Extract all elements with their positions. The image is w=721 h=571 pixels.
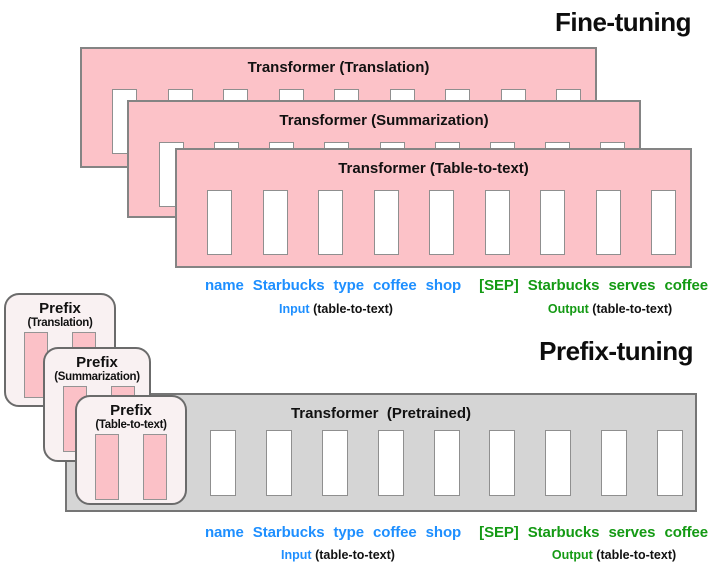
input-label-suffix: (table-to-text): [313, 302, 393, 316]
token-slot: [207, 190, 232, 255]
token-slot: [595, 190, 621, 255]
output-label: Output (table-to-text): [552, 548, 676, 562]
transformer-label: Transformer (Translation): [247, 59, 430, 76]
output-tokens: [SEP] Starbucks serves coffee: [479, 524, 709, 541]
token-text-row: name Starbucks type coffee shop [SEP] St…: [192, 277, 721, 294]
fine-tuning-title: Fine-tuning: [554, 7, 692, 37]
prefix-box-table-to-text: Prefix (Table-to-text): [75, 395, 187, 505]
token-slot-row: [177, 190, 690, 255]
token-slot-row: [67, 430, 695, 496]
prefix-tuning-title: Prefix-tuning: [539, 336, 693, 366]
transformer-box-table-to-text: Transformer (Table-to-text): [175, 148, 692, 268]
token-slot: [657, 430, 683, 496]
token-text-row: name Starbucks type coffee shop [SEP] St…: [192, 524, 721, 541]
prefix-subtitle: (Table-to-text): [95, 419, 167, 431]
input-tokens: name Starbucks type coffee shop: [204, 277, 462, 294]
output-label-word: Output: [551, 548, 593, 562]
token-slot: [321, 430, 348, 496]
token-slot: [484, 190, 510, 255]
token-slot: [318, 190, 343, 255]
input-label-word: Input: [281, 548, 312, 562]
prefix-activation-bar: [143, 434, 167, 500]
token-slot: [265, 430, 292, 496]
token-slot: [377, 430, 404, 496]
prefix-activation-bar: [95, 434, 119, 500]
token-slot: [489, 430, 516, 496]
input-label-suffix: (table-to-text): [315, 548, 395, 562]
input-tokens: name Starbucks type coffee shop: [204, 524, 462, 541]
pretrained-transformer-label: Transformer (Pretrained): [290, 405, 472, 422]
input-label-word: Input: [279, 302, 310, 316]
prefix-title: Prefix: [76, 354, 118, 371]
input-label: Input (table-to-text): [279, 302, 393, 316]
token-slot: [429, 190, 454, 255]
token-slot: [373, 190, 399, 255]
output-label-word: Output: [547, 302, 589, 316]
transformer-label: Transformer (Summarization): [279, 112, 489, 129]
output-tokens: [SEP] Starbucks serves coffee: [479, 277, 709, 294]
prefix-title: Prefix: [110, 402, 152, 419]
token-slot: [433, 430, 460, 496]
transformer-label: Transformer (Table-to-text): [338, 160, 529, 177]
output-label: Output (table-to-text): [548, 302, 672, 316]
prefix-title: Prefix: [39, 300, 81, 317]
output-label-suffix: (table-to-text): [592, 302, 673, 316]
output-label-suffix: (table-to-text): [596, 548, 677, 562]
input-label: Input (table-to-text): [281, 548, 395, 562]
prefix-subtitle: (Translation): [27, 317, 93, 329]
token-slot: [262, 190, 288, 255]
prefix-subtitle: (Summarization): [54, 371, 140, 383]
token-slot: [545, 430, 572, 496]
token-slot: [210, 430, 236, 496]
token-slot: [540, 190, 565, 255]
token-slot: [651, 190, 676, 255]
token-slot: [601, 430, 628, 496]
